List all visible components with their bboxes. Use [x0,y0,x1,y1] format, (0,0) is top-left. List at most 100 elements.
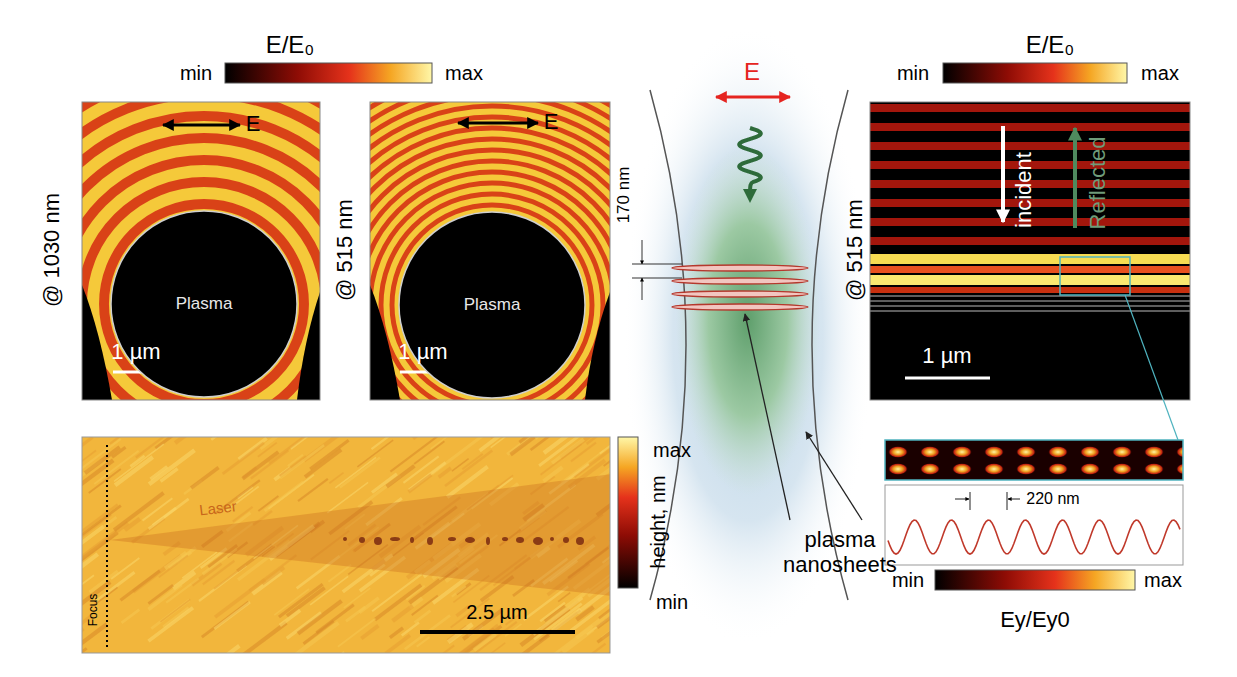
wavefront [392,205,592,400]
wavefront [370,102,610,400]
colorbar-min: min [656,591,688,614]
ablation-dot [576,537,584,545]
dimension-label: 170 nm [614,167,634,224]
surface-streak [219,646,239,653]
surface-streak [519,437,549,442]
surface-streak [338,619,376,647]
surface-streak [253,572,282,594]
surface-streak [169,548,196,568]
field-spot [1016,463,1036,475]
ablation-dot [448,537,456,541]
surface-streak [587,437,609,444]
surface-streak [390,437,437,472]
colorbar-max: max [445,62,483,85]
field-panel [370,102,610,400]
shadow [585,292,610,400]
wavefront [370,102,610,400]
surface-streak [148,585,181,610]
bright-band [870,266,1190,273]
field-panel [82,102,320,400]
shadow [297,292,320,400]
scale-label: 1 µm [922,343,971,368]
surface-streak [409,475,432,492]
surface-streak [439,468,451,477]
afm-map [82,437,610,653]
surface-streak [149,499,189,529]
ablation-dot [374,537,382,545]
wavefront [370,128,610,400]
dimension-label: 220 nm [1026,490,1079,508]
surface-streak [110,437,143,444]
field-spot [888,446,908,458]
colorbar-max: max [1144,569,1182,592]
nanosheet [672,304,808,310]
surface-streak [280,445,324,478]
surface-streak [357,440,393,467]
colorbar-min: min [180,62,212,85]
wavefront [370,102,610,400]
surface-streak [372,474,397,493]
field-spot [1144,446,1164,458]
wavefront [370,102,610,400]
wavefront [370,102,610,400]
wave-label: incident [1011,152,1036,228]
laser-wedge [110,474,610,596]
polarization-arrow [458,122,538,125]
leader-line [745,314,790,520]
reflected-arrow [1073,128,1077,228]
wavefronts [82,102,320,400]
wavefront [104,204,304,400]
wavefront [82,102,320,400]
field-spot [1112,446,1132,458]
surface-streak [82,648,87,653]
ablation-dot [427,537,433,545]
surface-streak [294,623,339,653]
surface-streak [235,623,287,653]
field-spot [1016,446,1036,458]
colorbar-title: E/E₀ [1026,31,1075,59]
dimension-arrow [955,499,969,500]
ablation-dot [550,537,554,541]
surface-streak [165,552,186,568]
wavefront [82,102,320,400]
wavefronts [370,102,610,400]
panel-border [370,102,610,400]
nanosheet [672,265,808,271]
wavefront [370,117,610,400]
ablation-dot [563,537,569,543]
wavefront [370,102,610,400]
wavefront [82,102,320,400]
colorbar-title: height, nm [647,475,670,568]
surface-streak [280,610,300,625]
dimension-tick [970,492,971,510]
colorbar [225,63,432,83]
surface-streak [82,575,94,586]
surface-streak [597,598,610,628]
scale-label: 1 µm [398,339,447,364]
wavefront [370,106,610,400]
surface-streak [82,460,113,484]
scale-bar [905,377,990,380]
field-stripe [870,142,1190,150]
surface-streak [143,498,173,520]
wavefront [370,102,610,400]
standing-wave [870,104,1190,245]
colorbar-max: max [653,439,691,462]
surface-streak [434,645,454,653]
bright-band [870,287,1190,293]
wavefront [82,182,320,400]
surface-streak [87,517,117,539]
wavefront [370,183,610,400]
ablation-dot [359,537,365,543]
polarization-arrow [716,96,790,99]
colorbar-title: Ey/Ey0 [1000,607,1070,632]
ablation-dot [486,537,490,545]
shadow [82,285,112,400]
dimension-arrow [1008,499,1020,500]
colorbar-min: min [897,62,929,85]
surface-streak [265,482,304,511]
field-stripe [870,104,1190,112]
wavefront [82,102,320,400]
incident-arrow [1001,126,1005,222]
field-pattern [888,446,1183,475]
